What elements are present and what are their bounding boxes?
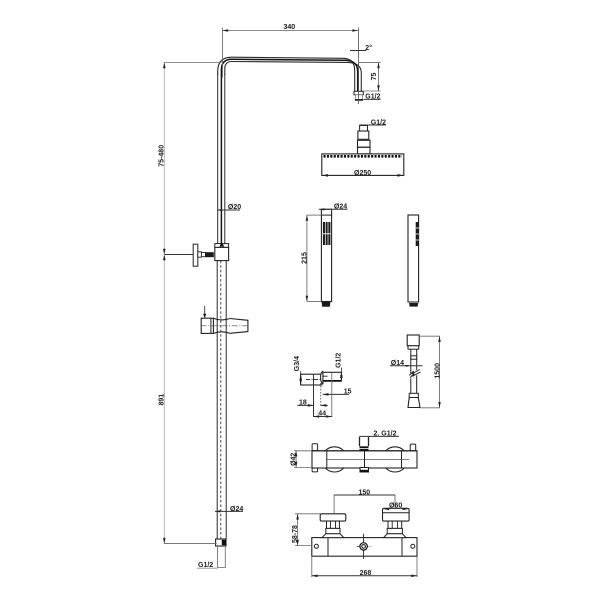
svg-text:Ø60: Ø60	[389, 502, 402, 509]
svg-text:G1/2: G1/2	[371, 119, 386, 126]
svg-text:Ø14: Ø14	[391, 360, 404, 367]
svg-text:44: 44	[318, 411, 326, 418]
svg-text:1500: 1500	[434, 363, 441, 379]
svg-text:Ø24: Ø24	[230, 506, 243, 513]
svg-text:Ø42: Ø42	[291, 453, 298, 466]
svg-text:18: 18	[299, 399, 307, 406]
svg-text:2°: 2°	[365, 44, 372, 52]
svg-text:15: 15	[344, 389, 352, 396]
svg-text:G1/2: G1/2	[198, 562, 213, 569]
svg-text:891: 891	[159, 394, 166, 406]
svg-text:58-78: 58-78	[292, 525, 299, 543]
svg-text:Ø24: Ø24	[334, 203, 347, 210]
svg-text:340: 340	[284, 24, 296, 31]
svg-text:75: 75	[371, 73, 378, 81]
svg-text:150: 150	[359, 489, 371, 496]
svg-text:2. G1/2: 2. G1/2	[374, 430, 397, 437]
svg-text:215: 215	[301, 252, 308, 264]
svg-text:75-480: 75-480	[159, 145, 166, 167]
svg-text:G3/4: G3/4	[294, 356, 301, 371]
svg-text:G1/2: G1/2	[365, 93, 380, 100]
svg-text:G1/2: G1/2	[336, 353, 343, 368]
svg-text:268: 268	[360, 570, 372, 577]
svg-text:Ø250: Ø250	[354, 170, 371, 177]
svg-text:Ø20: Ø20	[228, 204, 241, 211]
